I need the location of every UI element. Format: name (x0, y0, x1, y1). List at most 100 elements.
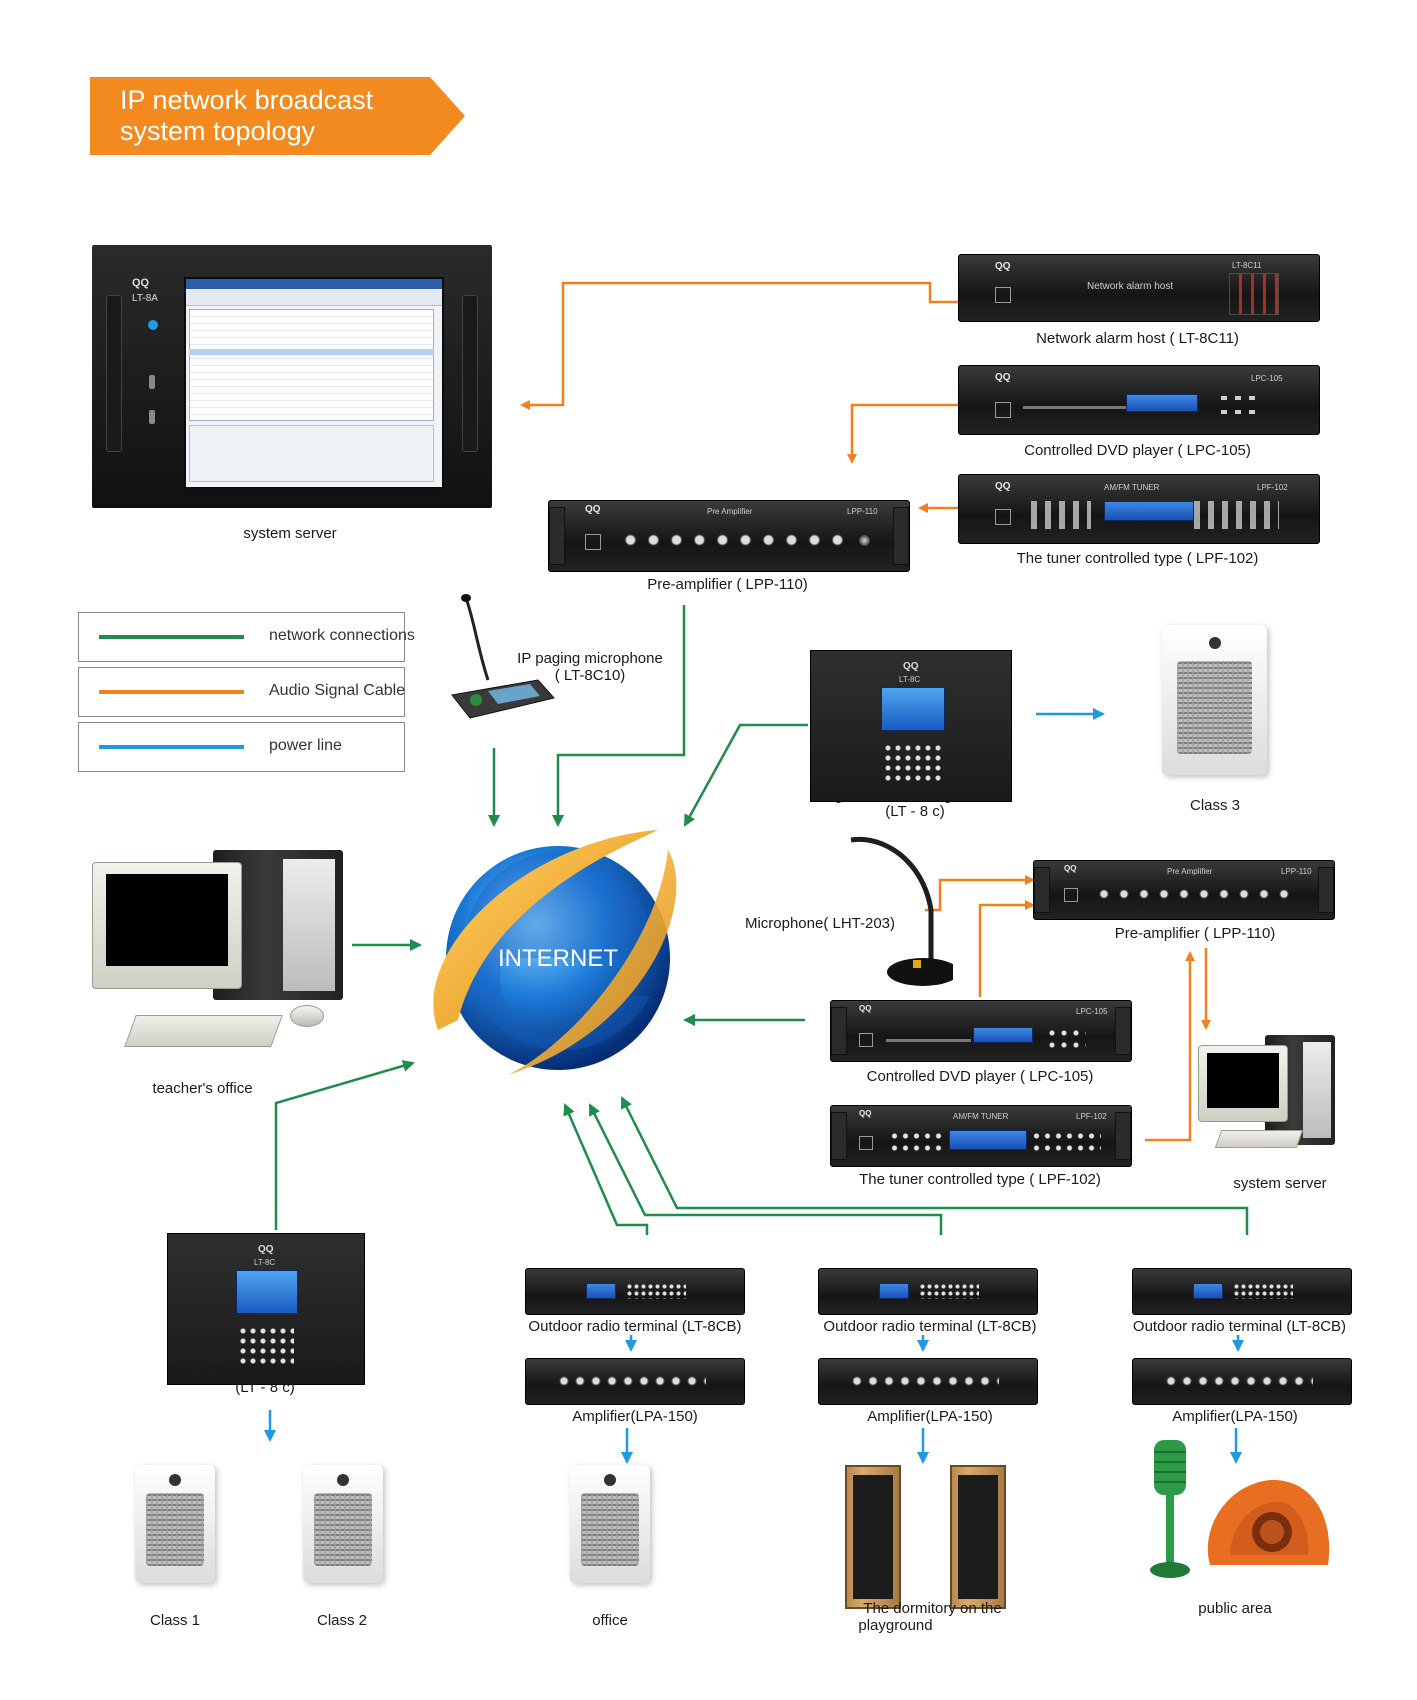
digital-broadcasting-terminal-right: QQ LT-8C (810, 650, 1012, 802)
lcd-display (236, 1270, 298, 1314)
teachers-office-label: teacher's office (152, 1080, 253, 1097)
screen-form (189, 425, 434, 482)
dvd-model-text: LPC-105 (1251, 374, 1283, 383)
dormitory-label-1: The dormitory on the (863, 1600, 1002, 1617)
brand-logo: QQ (859, 1004, 872, 1013)
screen-selected-row (189, 349, 434, 355)
lcd-display (1104, 501, 1194, 521)
digital-broadcasting-terminal-left: QQ LT-8C (167, 1233, 365, 1385)
class2-speaker (303, 1465, 383, 1583)
garden-column-speaker (1150, 1440, 1190, 1578)
dormitory-label-2: playground (858, 1617, 933, 1634)
preamp-right-label: Pre-amplifier ( LPP-110) (1114, 925, 1276, 942)
tuner-model-text: LPF-102 (1257, 483, 1288, 492)
dbt-left-label-1: Digital broadcasting terminal (170, 1362, 360, 1379)
lcd-display (1126, 394, 1198, 412)
volume-knobs (556, 1375, 706, 1387)
keyboard-icon (124, 1015, 283, 1047)
legend-network: network connections (78, 612, 415, 662)
dvd-player-device: QQ LPC-105 (958, 365, 1320, 435)
net-line-outdoor-2 (588, 1103, 943, 1235)
power-button-icon (859, 1136, 873, 1150)
dbt-left-label-2: (LT - 8 c) (235, 1379, 295, 1396)
net-line-dbt-left (274, 1060, 415, 1230)
volume-knobs (849, 1375, 999, 1387)
tuner-panel-text: AM/FM TUNER (953, 1112, 1009, 1121)
amplifier-2 (818, 1358, 1038, 1405)
control-button (1235, 410, 1241, 414)
preset-buttons (889, 1130, 944, 1154)
legend-audio: Audio Signal Cable (78, 667, 405, 717)
tuner-right-label: The tuner controlled type ( LPF-102) (859, 1171, 1101, 1188)
control-button (1249, 410, 1255, 414)
preset-buttons (1194, 501, 1279, 529)
legend-swatch-green (99, 635, 244, 639)
usb-port-icon (149, 375, 155, 389)
tower-front-panel (283, 859, 336, 991)
power-button-icon (585, 534, 601, 550)
monitor-screen (106, 874, 228, 966)
dvd-right-label: Controlled DVD player ( LPC-105) (866, 1068, 1094, 1085)
legend-network-label: network connections (269, 627, 415, 644)
screen-toolbar (186, 289, 442, 306)
brand-logo: QQ (585, 504, 601, 515)
control-button (1221, 396, 1227, 400)
alarm-panel-text: Network alarm host (1087, 281, 1174, 292)
lcd-display (973, 1027, 1033, 1043)
outdoor-3-label: Outdoor radio terminal (LT-8CB) (1132, 1318, 1347, 1335)
class1-label: Class 1 (149, 1612, 201, 1629)
dvd-top-label: Controlled DVD player ( LPC-105) (1024, 442, 1251, 459)
preamp-model-text: LPP-110 (847, 507, 878, 516)
rack-ear (549, 507, 565, 565)
rack-ear (893, 507, 909, 565)
class2-label: Class 2 (316, 1612, 368, 1629)
amplifier-3 (1132, 1358, 1352, 1405)
column-speaker-right (950, 1465, 1006, 1609)
outdoor-radio-terminal-1 (525, 1268, 745, 1315)
speaker-grill (958, 1475, 998, 1599)
control-button (1221, 410, 1227, 414)
amp-3-label: Amplifier(LPA-150) (1172, 1408, 1298, 1425)
amplifier-1 (525, 1358, 745, 1405)
control-buttons (1233, 1283, 1293, 1299)
net-line-preamp (552, 605, 686, 827)
tuner-model-text: LPF-102 (1076, 1112, 1107, 1121)
audio-line-dvd-preamp (847, 403, 958, 464)
alarm-led-grid (1229, 273, 1279, 315)
brand-logo: QQ (903, 661, 919, 672)
ip-mic-label-2: ( LT-8C10) (554, 667, 626, 684)
rack-ear (1034, 867, 1050, 913)
system-server-2-label: system server (1233, 1175, 1327, 1192)
speaker-grill (853, 1475, 893, 1599)
server-handle-left (106, 295, 122, 452)
microphone-label: Microphone( LHT-203) (744, 915, 896, 932)
power-button-icon (995, 509, 1011, 525)
alarm-host-label: Network alarm host ( LT-8C11) (1036, 330, 1239, 347)
lcd-display (881, 687, 945, 731)
alarm-model-text: LT-8C11 (1232, 261, 1262, 270)
monitor-screen (1206, 1052, 1280, 1108)
legend-swatch-blue (99, 745, 244, 749)
keypad (238, 1326, 294, 1366)
speaker-logo-icon (169, 1474, 181, 1487)
brand-logo: QQ (995, 261, 1011, 272)
speaker-logo-icon (604, 1474, 616, 1487)
disc-slot (886, 1039, 971, 1042)
dbt-model-text: LT-8C (899, 675, 921, 684)
server-model: LT-8A (132, 293, 158, 304)
speaker-grill-overlay (1176, 661, 1253, 754)
keypad (883, 743, 941, 783)
lcd-display (949, 1130, 1027, 1150)
volume-knobs (1094, 888, 1289, 900)
mouse-icon (290, 1005, 324, 1027)
class3-label: Class 3 (1189, 797, 1241, 814)
tower-front-panel (1302, 1041, 1331, 1139)
amp-1-label: Amplifier(LPA-150) (572, 1408, 698, 1425)
legend-power-label: power line (269, 737, 342, 754)
brand-logo: QQ (1064, 864, 1077, 873)
legend-power: power line (78, 722, 405, 772)
page-title: IP network broadcast system topology (120, 85, 374, 146)
audio-line-dvd-preamp-right (978, 900, 1035, 997)
preset-buttons (1031, 501, 1091, 529)
